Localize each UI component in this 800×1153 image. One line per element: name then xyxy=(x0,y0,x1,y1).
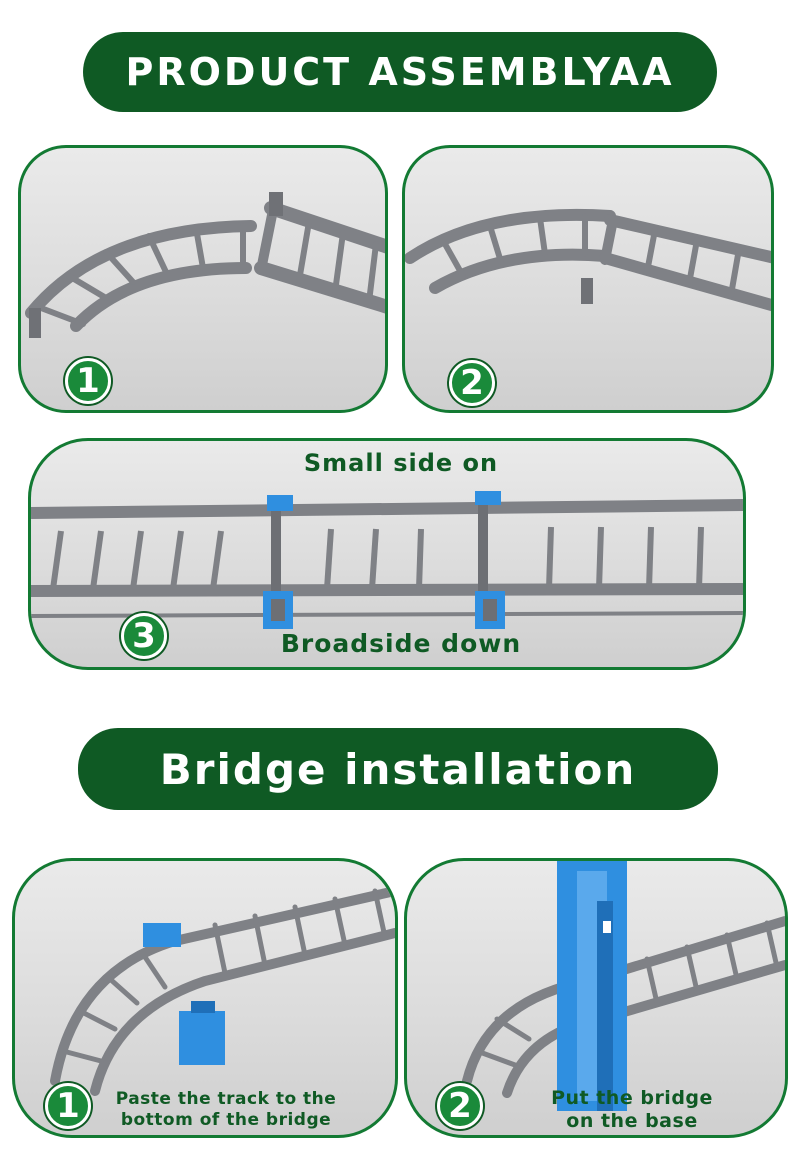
step-1-badge: 1 xyxy=(65,358,111,404)
bridge-title: Bridge installation xyxy=(159,744,637,794)
step-number: 3 xyxy=(132,616,156,656)
bridge-step-1-panel: 1 Paste the track to the bottom of the b… xyxy=(12,858,398,1138)
step-number: 2 xyxy=(460,363,484,403)
step-2-badge: 2 xyxy=(449,360,495,406)
step-3-badge: 3 xyxy=(121,613,167,659)
bridge-step-2-panel: 2 Put the bridge on the base xyxy=(404,858,788,1138)
caption-line: Paste the track to the xyxy=(115,1089,337,1109)
bridge-banner: Bridge installation xyxy=(78,728,718,810)
bridge-step-2-badge: 2 xyxy=(437,1083,483,1129)
step-number: 2 xyxy=(448,1086,472,1126)
assembly-title: PRODUCT ASSEMBLYAA xyxy=(125,50,675,94)
assembly-banner: PRODUCT ASSEMBLYAA xyxy=(83,32,717,112)
caption-put-bridge: Put the bridge on the base xyxy=(517,1087,747,1133)
caption-line: bottom of the bridge xyxy=(120,1110,332,1130)
caption-broadside: Broadside down xyxy=(280,629,522,658)
track-illustration-1 xyxy=(25,192,385,338)
bridge-illustration-1 xyxy=(50,886,395,1096)
assembly-step-2-panel: 2 xyxy=(402,145,774,413)
step-number: 1 xyxy=(76,361,100,401)
bridge-illustration-2 xyxy=(462,861,785,1111)
step-number: 1 xyxy=(56,1086,80,1126)
assembly-step-1-panel: 1 xyxy=(18,145,388,413)
caption-line: Put the bridge xyxy=(551,1087,713,1109)
track-illustration-3 xyxy=(31,491,743,629)
bridge-step-1-badge: 1 xyxy=(45,1083,91,1129)
caption-line: on the base xyxy=(566,1110,698,1132)
caption-paste-track: Paste the track to the bottom of the bri… xyxy=(101,1089,351,1131)
track-illustration-2 xyxy=(405,208,771,312)
assembly-step-3-panel: Small side on Broadside down 3 xyxy=(28,438,746,670)
caption-small-side: Small side on xyxy=(303,449,499,477)
